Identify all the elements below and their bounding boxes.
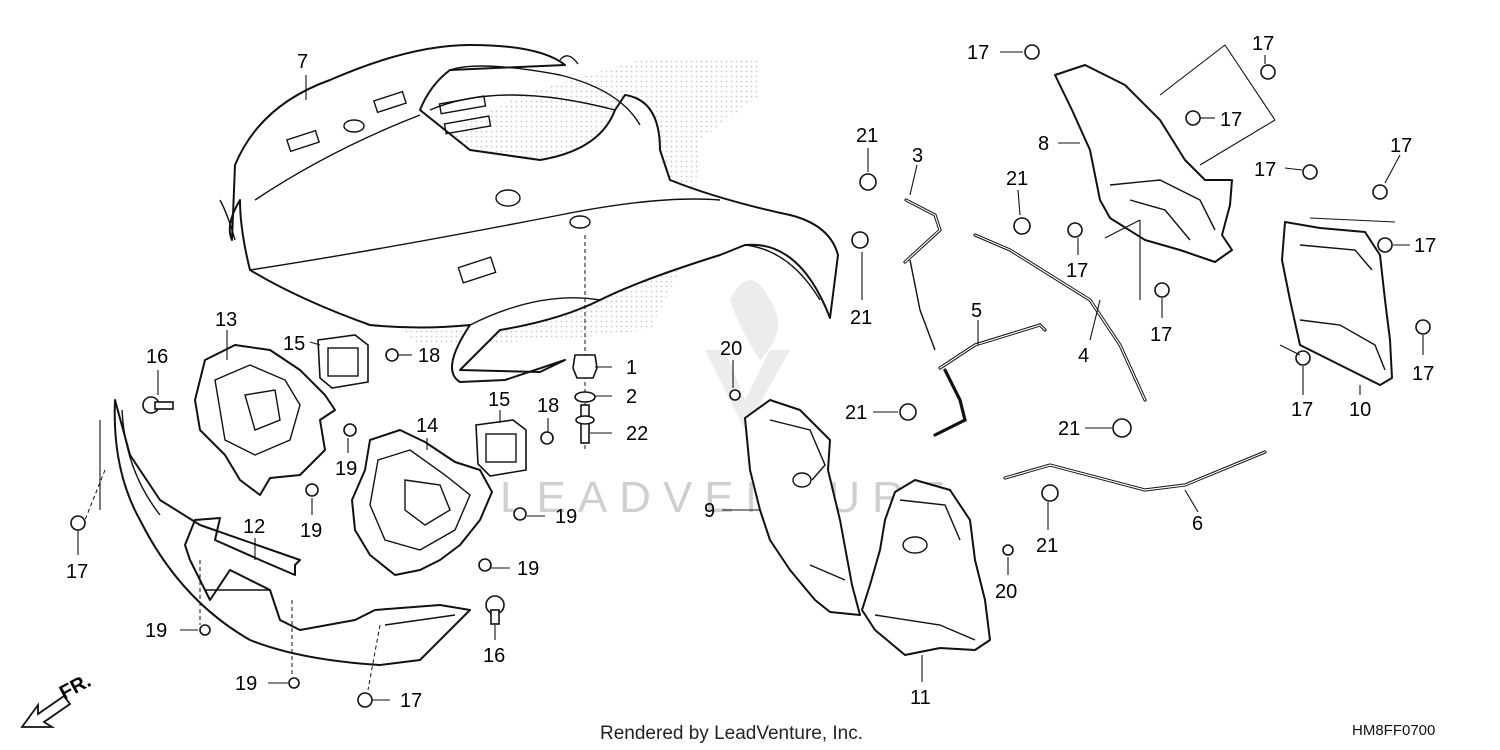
- leader-lines: [77, 44, 1424, 701]
- rubber-boot-lower: [475, 419, 527, 477]
- callout-22: 22: [626, 423, 648, 445]
- callout-19: 19: [517, 558, 539, 580]
- callout-8: 8: [1038, 133, 1049, 155]
- inner-panel-right: [861, 479, 991, 656]
- callout-17: 17: [1220, 109, 1242, 131]
- callout-17: 17: [1414, 235, 1436, 257]
- callout-17: 17: [1150, 324, 1172, 346]
- watermark: LEADVENTURE: [500, 280, 957, 522]
- callout-16: 16: [483, 645, 505, 667]
- callout-18: 18: [418, 345, 440, 367]
- callout-17: 17: [1390, 135, 1412, 157]
- callout-18: 18: [537, 395, 559, 417]
- callout-9: 9: [704, 500, 715, 522]
- callout-17: 17: [1254, 159, 1276, 181]
- callout-17: 17: [1066, 260, 1088, 282]
- splash-guard-lower: [1281, 221, 1393, 386]
- watermark-text: LEADVENTURE: [500, 473, 957, 522]
- callout-5: 5: [971, 300, 982, 322]
- grommet-collar-bolt-stack: [572, 235, 598, 450]
- rubber-boot-upper: [317, 334, 369, 389]
- callout-17: 17: [1412, 363, 1434, 385]
- callout-17: 17: [66, 561, 88, 583]
- diagram-code: HM8FF0700: [1352, 722, 1435, 739]
- callout-19: 19: [300, 520, 322, 542]
- callout-15: 15: [283, 333, 305, 355]
- headlight-bracket-right: [351, 429, 493, 576]
- splash-guard-upper: [1054, 64, 1233, 263]
- callout-2: 2: [626, 386, 637, 408]
- callout-21: 21: [1006, 168, 1028, 190]
- stay-rods: [903, 198, 1267, 492]
- callout-12: 12: [243, 516, 265, 538]
- callout-13: 13: [215, 309, 237, 331]
- callout-4: 4: [1078, 345, 1089, 367]
- callout-14: 14: [416, 415, 438, 437]
- callout-17: 17: [400, 690, 422, 712]
- callout-20: 20: [995, 581, 1017, 603]
- callout-21: 21: [850, 307, 872, 329]
- headlight-bracket-left: [194, 344, 336, 496]
- callout-21: 21: [845, 402, 867, 424]
- callout-7: 7: [297, 51, 308, 73]
- callout-17: 17: [1252, 33, 1274, 55]
- callout-21: 21: [856, 125, 878, 147]
- callout-17: 17: [967, 42, 989, 64]
- front-lower-cover: [113, 399, 471, 666]
- callout-17: 17: [1291, 399, 1313, 421]
- callout-labels: 7 13 15 18 16 1 2 22 15 18 14 19 19 19 1…: [66, 33, 1436, 712]
- callout-19: 19: [235, 673, 257, 695]
- front-direction-indicator: FR.: [20, 670, 95, 728]
- footer-credit: Rendered by LeadVenture, Inc.: [600, 723, 863, 744]
- callout-19: 19: [145, 620, 167, 642]
- callout-21: 21: [1036, 535, 1058, 557]
- callout-16: 16: [146, 346, 168, 368]
- callout-10: 10: [1349, 399, 1371, 421]
- inner-panel-left: [744, 399, 861, 616]
- callout-21: 21: [1058, 418, 1080, 440]
- callout-1: 1: [626, 357, 637, 379]
- callout-19: 19: [335, 458, 357, 480]
- callout-6: 6: [1192, 513, 1203, 535]
- callout-20: 20: [720, 338, 742, 360]
- callout-15: 15: [488, 389, 510, 411]
- callout-19: 19: [555, 506, 577, 528]
- rear-fender: [219, 44, 839, 383]
- front-arrow-icon: [20, 694, 72, 728]
- callout-11: 11: [910, 687, 931, 709]
- callout-3: 3: [912, 145, 923, 167]
